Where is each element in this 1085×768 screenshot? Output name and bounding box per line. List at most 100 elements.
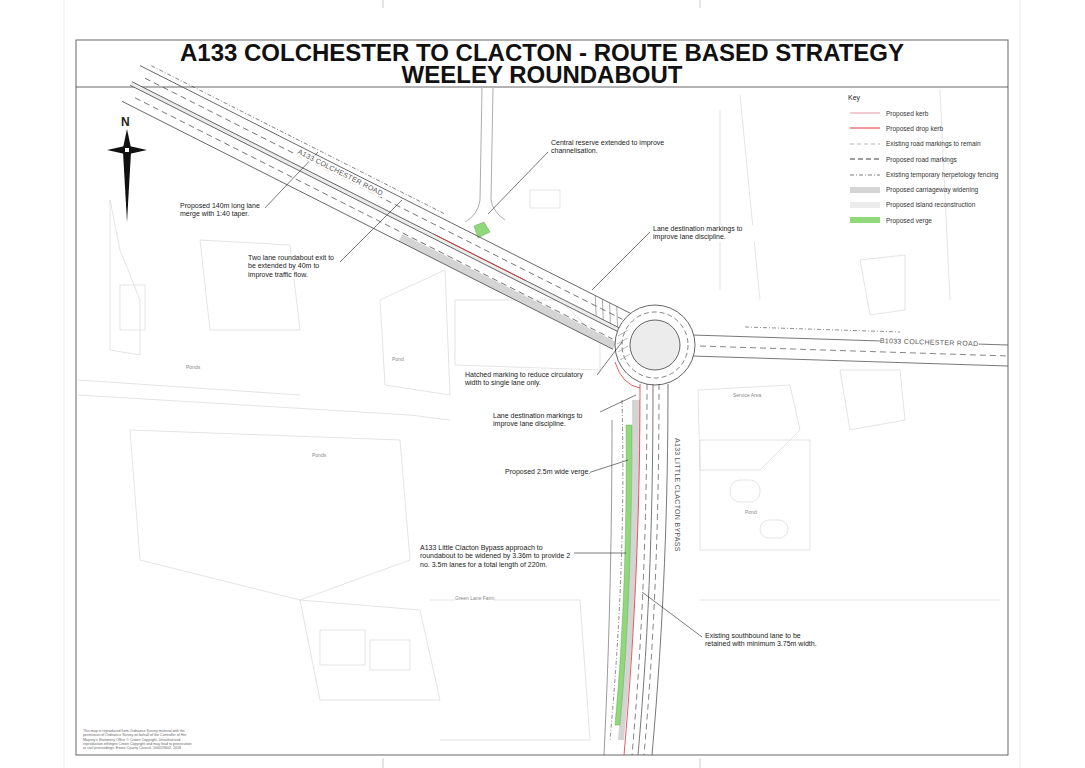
- map-polygon: [123, 129, 131, 148]
- map-line: [620, 354, 630, 360]
- map-line: [692, 356, 1008, 366]
- map-line: [587, 296, 604, 317]
- map-line: [383, 0, 384, 8]
- map-circle: [622, 312, 688, 378]
- road-name: B1033 COLCHESTER ROAD: [880, 337, 979, 348]
- map-path: [615, 362, 640, 388]
- map-path: [700, 600, 1000, 601]
- map-line: [618, 346, 628, 352]
- legend-row: Proposed road markings: [850, 155, 957, 163]
- map-path: [300, 600, 440, 700]
- map-rect: [730, 480, 760, 502]
- map-line: [340, 200, 402, 262]
- map-line: [574, 553, 626, 554]
- legend-line-sample: [850, 124, 880, 132]
- legend-row: Proposed island reconstruction: [850, 201, 975, 208]
- legend-row: Proposed drop kerb: [850, 124, 943, 132]
- legend-swatch: [850, 217, 880, 223]
- map-line: [132, 82, 623, 330]
- map-g: [107, 129, 147, 222]
- map-g: [465, 88, 505, 222]
- map-rect: [320, 630, 365, 665]
- map-line: [1020, 0, 1021, 768]
- map-line: [64, 0, 65, 768]
- map-rect: [76, 40, 1008, 755]
- title-box: A133 COLCHESTER TO CLACTON - ROUTE BASED…: [76, 40, 1008, 87]
- map-path: [465, 88, 482, 222]
- map-line: [642, 592, 702, 637]
- map-path: [610, 400, 623, 740]
- legend-line: [850, 143, 880, 144]
- north-letter: N: [121, 115, 130, 129]
- legend-text: Existing temporary herpetology fencing: [886, 171, 998, 178]
- map-line: [617, 338, 628, 344]
- map-g: [135, 78, 622, 339]
- map-rect: [130, 82, 623, 334]
- map-line: [122, 101, 613, 349]
- map-polygon: [107, 146, 125, 154]
- map-path: [78, 380, 300, 395]
- legend-text: Existing road markings to remain: [886, 140, 981, 147]
- legend-line-sample: [850, 171, 880, 179]
- map-line: [601, 303, 618, 324]
- map-g: [122, 61, 633, 349]
- map-line: [383, 758, 384, 768]
- map-g: [604, 384, 668, 755]
- map-line: [130, 85, 621, 333]
- map-g: [587, 296, 625, 327]
- map-line: [597, 342, 622, 375]
- map-line: [145, 78, 623, 319]
- legend-text: Proposed kerb: [886, 110, 928, 117]
- map-path: [430, 600, 590, 740]
- map-g: [383, 0, 700, 768]
- legend-text: Proposed drop kerb: [886, 125, 943, 132]
- map-path: [632, 384, 647, 755]
- callout-note: A133 Little Clacton Bypass approach to r…: [420, 544, 572, 569]
- map-path: [624, 384, 640, 755]
- map-line: [140, 66, 631, 314]
- legend-text: Proposed road markings: [886, 156, 957, 163]
- place-name: Service Area: [733, 392, 761, 398]
- legend-line: [850, 113, 880, 114]
- key-heading: Key: [848, 94, 860, 102]
- legend-line: [850, 174, 880, 175]
- callout-note: Lane destination markings to improve lan…: [653, 225, 765, 242]
- map-rect: [760, 520, 788, 538]
- map-path: [604, 420, 612, 755]
- map-line: [700, 758, 701, 768]
- map-line: [76, 87, 1008, 88]
- map-line: [435, 235, 524, 280]
- map-line: [594, 299, 611, 320]
- map-g: [692, 327, 1008, 366]
- legend-line-sample: [850, 155, 880, 163]
- map-path: [130, 430, 410, 600]
- legend-line-sample: [850, 109, 880, 117]
- legend-line: [850, 128, 880, 129]
- map-path: [720, 95, 760, 300]
- legend-line-sample: [850, 140, 880, 148]
- map-polygon: [129, 146, 147, 154]
- map-line: [700, 0, 701, 8]
- place-name: Ponds: [312, 452, 326, 458]
- callout-note: Existing southbound lane to be retained …: [705, 632, 823, 649]
- legend-text: Proposed carriageway widening: [886, 186, 978, 193]
- map-path: [940, 90, 950, 300]
- place-name: Ponds: [186, 364, 200, 370]
- place-name: Pond: [392, 356, 404, 362]
- legend-text: Proposed verge: [886, 217, 932, 224]
- map-path: [652, 384, 668, 755]
- callout-note: Lane destination markings to improve lan…: [493, 412, 599, 429]
- map-line: [151, 66, 446, 215]
- map-path: [380, 270, 450, 395]
- map-g: [264, 152, 702, 637]
- callout-note: Proposed 2.5m wide verge.: [505, 468, 590, 476]
- place-name: Green Lane Farm: [455, 595, 494, 601]
- map-path: [491, 88, 505, 220]
- legend-swatch: [850, 202, 880, 208]
- map-path: [860, 255, 905, 315]
- callout-note: Two lane roundabout exit to be extended …: [248, 254, 340, 279]
- map-line: [600, 395, 636, 412]
- map-rect: [120, 285, 145, 330]
- map-g: [78, 90, 1000, 740]
- legend-row: Proposed verge: [850, 217, 932, 224]
